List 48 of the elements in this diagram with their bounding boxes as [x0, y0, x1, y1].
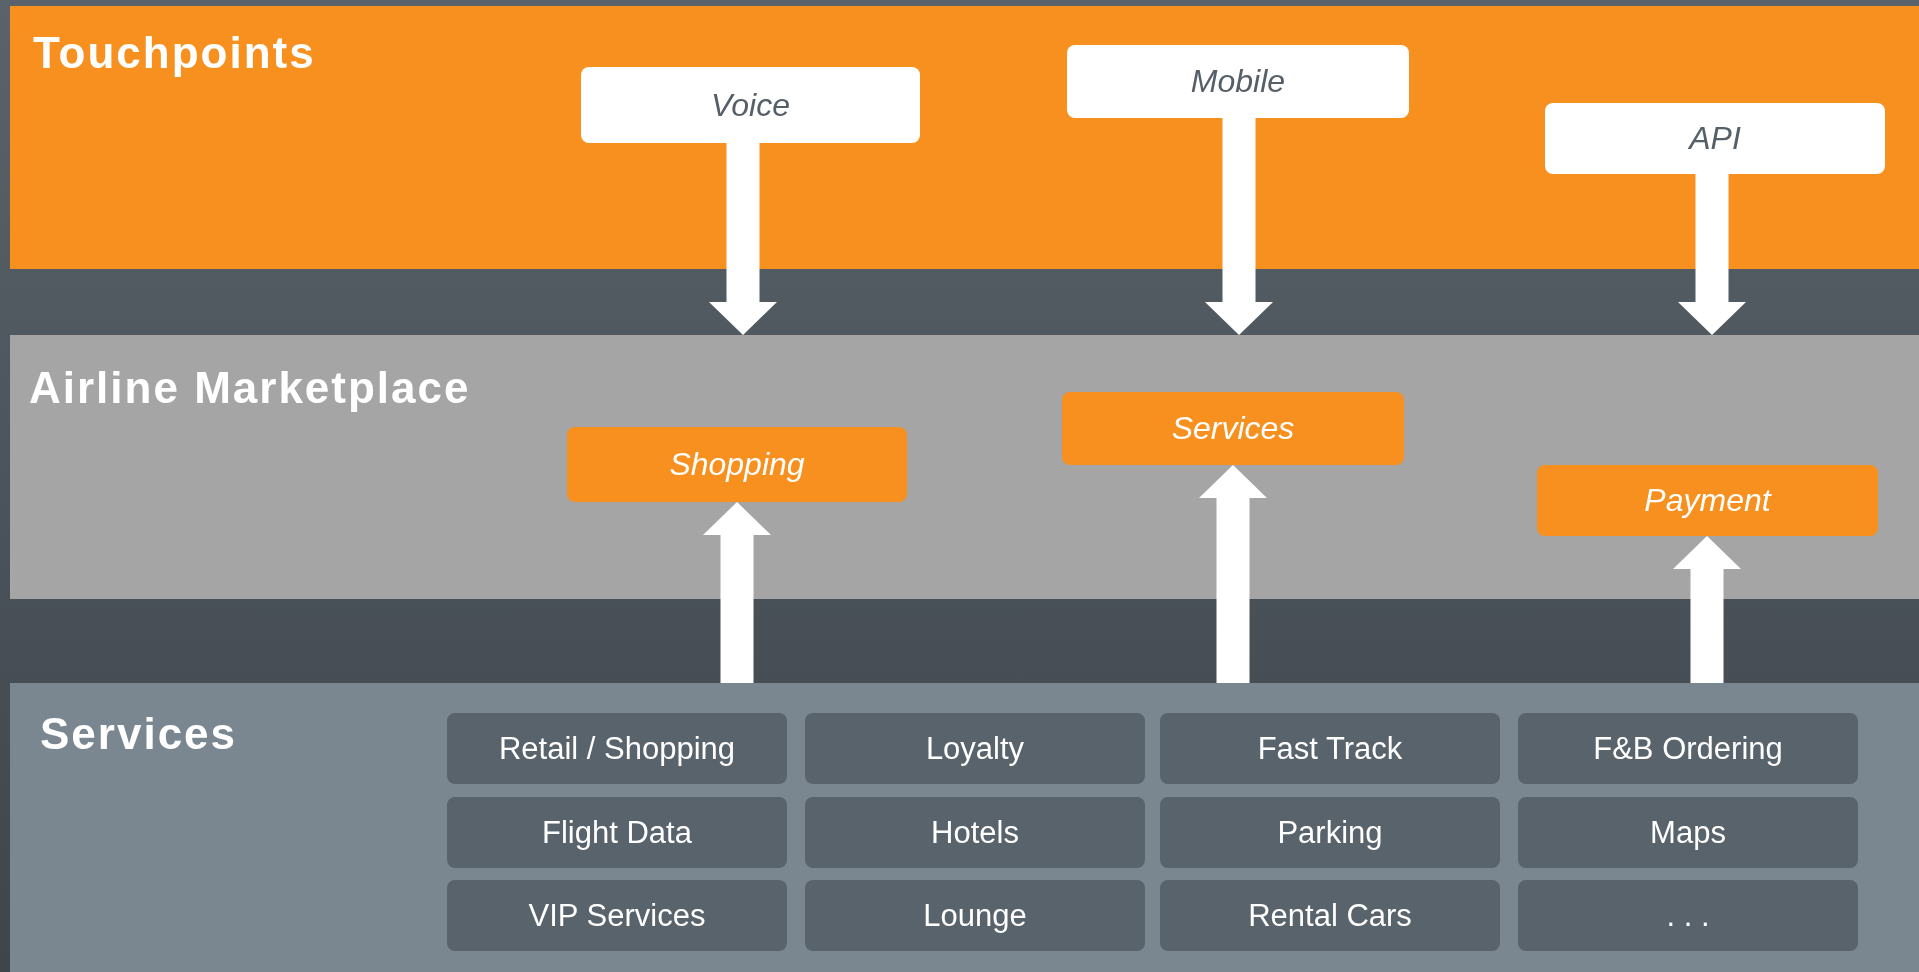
service-tile — [1160, 713, 1500, 784]
block-arrow — [1199, 465, 1267, 683]
layer-title: Airline Marketplace — [29, 363, 471, 413]
touchpoint-box — [1545, 103, 1885, 174]
box-label: Services — [1171, 410, 1295, 447]
box-label: Fast Track — [1257, 730, 1403, 767]
box-label: Mobile — [1190, 63, 1286, 100]
box-label: Flight Data — [542, 814, 692, 851]
box-label: . . . — [1666, 897, 1710, 934]
service-tile — [805, 880, 1145, 951]
box-label: Parking — [1277, 814, 1383, 851]
box-label: Voice — [711, 86, 790, 124]
service-tile — [447, 880, 787, 951]
box-label: Maps — [1650, 814, 1726, 851]
marketplace-box — [1062, 392, 1404, 465]
block-arrow — [1678, 174, 1746, 335]
layer-band — [10, 335, 1919, 599]
block-arrow — [703, 502, 771, 683]
layer-band — [10, 683, 1919, 972]
service-tile — [1160, 880, 1500, 951]
box-label: Lounge — [923, 897, 1027, 934]
layer-title: Touchpoints — [33, 28, 316, 78]
service-tile — [1160, 797, 1500, 868]
box-label: Hotels — [931, 814, 1019, 851]
service-tile — [1518, 713, 1858, 784]
marketplace-box — [567, 427, 907, 502]
box-label: Loyalty — [925, 730, 1025, 767]
service-tile — [1518, 797, 1858, 868]
service-tile — [447, 713, 787, 784]
box-label: Rental Cars — [1248, 897, 1412, 934]
box-label: API — [1689, 120, 1741, 157]
layer-title: Services — [40, 709, 238, 759]
marketplace-box — [1537, 465, 1878, 536]
box-label: VIP Services — [528, 897, 706, 934]
service-tile — [805, 797, 1145, 868]
box-label: Shopping — [669, 446, 805, 483]
touchpoint-box — [581, 67, 920, 143]
block-arrow — [1673, 536, 1741, 683]
touchpoint-box — [1067, 45, 1409, 118]
box-label: Retail / Shopping — [498, 730, 736, 767]
box-label: Payment — [1644, 482, 1771, 519]
block-arrow — [1205, 118, 1273, 335]
layer-band — [10, 6, 1919, 269]
block-arrow — [709, 143, 777, 335]
service-tile — [447, 797, 787, 868]
service-tile — [805, 713, 1145, 784]
box-label: F&B Ordering — [1593, 730, 1783, 767]
service-tile — [1518, 880, 1858, 951]
